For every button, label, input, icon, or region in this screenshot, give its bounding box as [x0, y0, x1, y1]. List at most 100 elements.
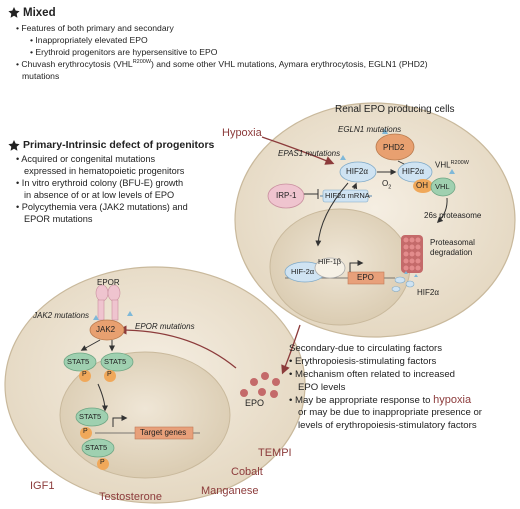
stat5-nuc-1: [75, 407, 109, 427]
primary-line-1: • Acquired or congenital mutations: [16, 154, 156, 164]
secondary-line-1: • Erythropoiesis-stimulating factors: [289, 356, 437, 367]
stat5-label-1: STAT5: [67, 357, 90, 366]
oh-group: [413, 179, 433, 193]
irp1-protein: [267, 183, 305, 209]
degradation-label-2: degradation: [430, 248, 473, 257]
transcription-arrow: [349, 260, 364, 272]
oh-label: OH: [416, 181, 428, 190]
hypoxia-arrow: [261, 136, 335, 165]
mixed-star-icon: [8, 7, 20, 18]
jak2-mutation-marker: [93, 315, 99, 320]
primary-line-6: EPOR mutations: [24, 214, 93, 224]
jak2-mutation-label: JAK2 mutations: [33, 311, 90, 320]
epo-secretion-arrow: [281, 324, 301, 375]
p-cyto-2: [104, 370, 116, 382]
phd2-label: PHD2: [383, 143, 405, 152]
epo-binding-arrow: [117, 325, 237, 369]
stat5-label-4: STAT5: [85, 443, 108, 452]
factor-testosterone: Testosterone: [99, 491, 162, 503]
translation-arrow: [351, 182, 358, 190]
hif2a-mutation-marker: [340, 155, 346, 160]
secondary-line-3: EPO levels: [298, 382, 346, 393]
mixed-title: Mixed: [23, 7, 56, 19]
primary-line-3: • In vitro erythroid colony (BFU-E) grow…: [16, 178, 184, 188]
degradation-arrow: [436, 197, 448, 224]
phd2-mutation-marker: [382, 128, 388, 134]
hif1b-protein: [314, 257, 346, 279]
mixed-line-4: • Chuvash erythrocytosis (VHLR200W) and …: [16, 59, 428, 69]
epor-receptor: [95, 284, 121, 321]
hif2a-protein: [339, 161, 377, 183]
epo-gene-label: EPO: [357, 273, 374, 282]
epas1-label: EPAS1 mutations: [278, 149, 341, 158]
factor-tempi: TEMPI: [258, 447, 292, 459]
vhl-mutation-marker: [449, 169, 455, 174]
p-cyto-1: [79, 370, 91, 382]
jak-stat-arrow-1: [80, 339, 101, 351]
egln1-label: EGLN1 mutations: [338, 125, 402, 134]
proteasome-label: 26s proteasome: [424, 211, 482, 220]
secondary-line-6: levels of erythropoiesis-stimulatory fac…: [298, 420, 477, 431]
hif2a-label: HIF2α: [346, 167, 368, 176]
epo-molecules: [240, 372, 280, 398]
epor-mutation-label: EPOR mutations: [135, 322, 195, 331]
primary-star-icon: [8, 140, 20, 151]
secondary-line-5: or may be due to inappropriate presence …: [298, 407, 482, 418]
p-nuc-1: [80, 427, 92, 439]
target-genes-label: Target genes: [140, 428, 187, 437]
target-genes-box: [134, 426, 194, 440]
mrna-box: [322, 189, 369, 203]
mixed-line-5: mutations: [22, 71, 60, 81]
proteasome: [401, 235, 423, 273]
secondary-title: Secondary-due to circulating factors: [289, 343, 443, 354]
target-transcription-arrow: [112, 415, 128, 427]
stat5-cyto-2: [100, 352, 134, 372]
stat5-label-2: STAT5: [104, 357, 127, 366]
epo-gene-box: [347, 271, 385, 285]
hif2a-oh-label: HIF2α: [402, 167, 424, 176]
mixed-line-1: • Features of both primary and secondary: [16, 23, 174, 33]
vhl-mutation-label: VHLR200W: [435, 160, 469, 170]
epor-mutation-marker: [127, 311, 133, 316]
renal-title: Renal EPO producing cells: [335, 104, 455, 115]
irp1-label: IRP-1: [276, 191, 297, 200]
hif2a-degraded-label: HIF2α: [417, 288, 439, 297]
p-label-4: P: [100, 459, 105, 466]
secondary-line-2: • Mechanism often related to increased: [289, 369, 456, 380]
hypoxia-label: Hypoxia: [222, 127, 262, 139]
secondary-line-4: • May be appropriate response to hypoxia: [289, 394, 472, 406]
phd2-protein: [375, 133, 415, 161]
jak2-protein: [89, 319, 125, 341]
stat5-nuc-2: [81, 438, 115, 458]
p-label-2: P: [107, 371, 112, 378]
primary-title: Primary-Intrinsic defect of progenitors: [23, 139, 215, 151]
primary-line-5: • Polycythemia vera (JAK2 mutations) and: [16, 202, 188, 212]
factor-igf1: IGF1: [30, 480, 55, 492]
epor-label: EPOR: [97, 278, 120, 287]
p-label-1: P: [82, 371, 87, 378]
jak2-label: JAK2: [96, 325, 116, 334]
stat5-cyto-1: [63, 352, 97, 372]
mixed-line-2: • Inappropriately elevated EPO: [30, 35, 148, 45]
epo-label: EPO: [245, 398, 265, 408]
primary-line-4: in absence of or at low levels of EPO: [24, 190, 175, 200]
factor-cobalt: Cobalt: [231, 466, 263, 478]
mixed-line-3: • Erythroid progenitors are hypersensiti…: [30, 47, 218, 57]
hif2a-nuclear-label: HIF-2α: [291, 267, 315, 276]
nuclear-translocation-arrow: [315, 182, 349, 247]
primary-line-2: expressed in hematopoietic progenitors: [24, 166, 185, 176]
stat5-label-3: STAT5: [79, 412, 102, 421]
factor-manganese: Manganese: [201, 485, 259, 497]
vhl-label: VHL: [435, 182, 450, 191]
degradation-label-1: Proteasomal: [430, 238, 475, 247]
stat-translocation-arrow: [97, 383, 108, 412]
o2-label: O2: [382, 179, 392, 191]
vhl-protein: [430, 177, 456, 197]
p-nuc-2: [97, 458, 109, 470]
hif1b-label: HIF-1β: [318, 257, 342, 266]
mrna-label: HIF2α mRNA: [325, 191, 370, 200]
p-label-3: P: [83, 428, 88, 435]
degraded-fragments: [391, 276, 415, 292]
